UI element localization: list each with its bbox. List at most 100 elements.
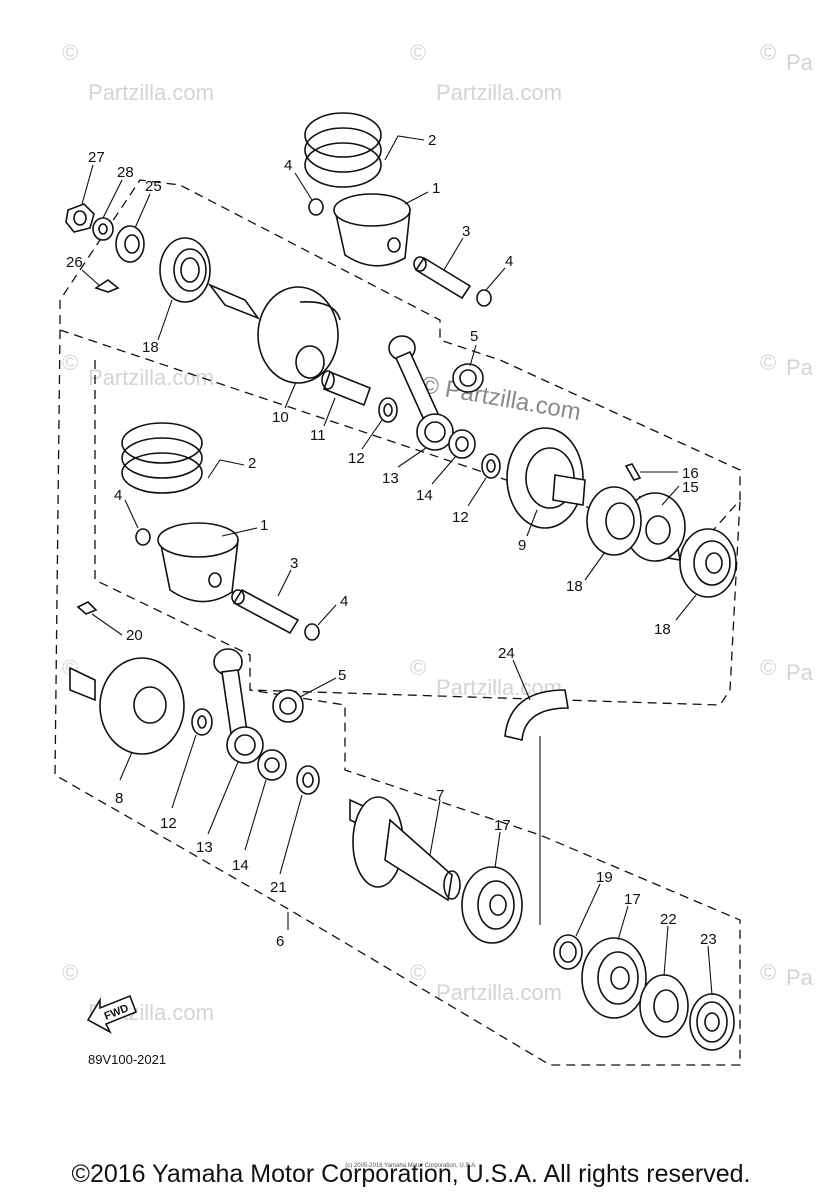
piston-rings-2-lower — [121, 422, 203, 494]
callout-4-b: 4 — [505, 253, 513, 270]
svg-text:Partzilla.com: Partzilla.com — [436, 980, 562, 1005]
piston-clip-4-d — [304, 623, 320, 641]
watermark-bottom-right: © Pa — [760, 960, 814, 990]
piston-clip-4-b — [476, 289, 492, 307]
callout-13-lower: 13 — [196, 839, 213, 856]
callout-17-b: 17 — [624, 891, 641, 908]
callout-1-lower: 1 — [260, 517, 268, 534]
svg-text:©: © — [62, 350, 78, 375]
piston-1-lower — [157, 522, 239, 603]
svg-text:©: © — [62, 960, 78, 985]
oil-seal-22 — [639, 974, 689, 1038]
crank-pin-11 — [321, 370, 372, 407]
washer-12-c — [191, 708, 213, 736]
svg-text:©: © — [760, 350, 776, 375]
callout-12-c: 12 — [160, 815, 177, 832]
callout-16: 16 — [682, 465, 699, 482]
crank-web-9 — [506, 427, 586, 529]
leader-lines — [81, 135, 713, 996]
diagram-code: 89V100-2021 — [88, 1052, 167, 1067]
callout-2-upper: 2 — [428, 132, 436, 149]
callout-2-lower: 2 — [248, 455, 256, 472]
callout-12-a: 12 — [348, 450, 365, 467]
callout-19: 19 — [596, 869, 613, 886]
callout-27: 27 — [88, 149, 105, 166]
key-20 — [76, 601, 98, 615]
fwd-arrow-icon: FWD — [86, 994, 138, 1034]
oil-seal-25 — [115, 225, 145, 263]
svg-text:Partzilla.com: Partzilla.com — [436, 80, 562, 105]
gear-23 — [689, 993, 735, 1051]
watermark-top-right: © Pa — [760, 40, 814, 75]
callout-4-d: 4 — [340, 593, 348, 610]
key-26 — [94, 279, 120, 293]
bearing-17-a — [461, 866, 523, 944]
washer-19 — [553, 934, 583, 970]
piston-pin-3-lower — [231, 588, 300, 635]
washer-12-a — [378, 397, 398, 423]
svg-text:©: © — [760, 40, 776, 65]
callout-12-b: 12 — [452, 509, 469, 526]
washer-12-b — [481, 453, 501, 479]
watermark-mid-right: © Pa — [760, 350, 814, 380]
callout-1-upper: 1 — [432, 180, 440, 197]
washer-28 — [92, 217, 114, 241]
svg-text:Pa: Pa — [786, 50, 814, 75]
callout-7: 7 — [436, 787, 444, 804]
crank-web-8 — [69, 657, 185, 755]
connecting-rod-13-lower — [213, 648, 264, 764]
callout-21: 21 — [270, 879, 287, 896]
callout-25: 25 — [145, 178, 162, 195]
callout-labels: 27 28 25 26 18 2 4 1 3 4 5 10 11 12 13 1… — [66, 132, 717, 950]
callout-10: 10 — [272, 409, 289, 426]
callout-24: 24 — [498, 645, 515, 662]
bearing-5-lower — [272, 689, 304, 723]
callout-8: 8 — [115, 790, 123, 807]
watermark-top-mid: © Partzilla.com — [410, 40, 562, 105]
nut-27 — [65, 203, 95, 233]
washer-21 — [296, 765, 320, 795]
lower-crank-group-outline — [54, 329, 741, 1066]
callout-11: 11 — [310, 427, 326, 444]
group-outlines — [54, 179, 741, 1066]
bearing-18-middle — [586, 486, 642, 556]
svg-text:©: © — [760, 655, 776, 680]
dowel-pin-16 — [624, 463, 642, 481]
callout-6: 6 — [276, 933, 284, 950]
bearing-18-right — [679, 528, 737, 598]
piston-clip-4-c — [135, 528, 151, 546]
watermark-bottom-left: © Partzilla.com — [62, 960, 214, 1025]
callout-26: 26 — [66, 254, 83, 271]
piston-clip-4-a — [308, 198, 324, 216]
tiny-copyright: (c) 2005-2016 Yamaha Motor Corporation, … — [345, 1163, 477, 1169]
svg-text:©: © — [410, 960, 426, 985]
callout-3-lower: 3 — [290, 555, 298, 572]
callout-4-a: 4 — [284, 157, 292, 174]
svg-text:©: © — [760, 960, 776, 985]
callout-14-lower: 14 — [232, 857, 249, 874]
callout-20: 20 — [126, 627, 143, 644]
callout-23: 23 — [700, 931, 717, 948]
svg-text:©: © — [62, 40, 78, 65]
callout-5-lower: 5 — [338, 667, 346, 684]
watermark-top-left: © Partzilla.com — [62, 40, 214, 105]
piston-1-upper — [333, 193, 411, 267]
callout-18-upper-left: 18 — [142, 339, 159, 356]
callout-18-right: 18 — [654, 621, 671, 638]
svg-text:Partzilla.com: Partzilla.com — [88, 365, 214, 390]
svg-text:Pa: Pa — [786, 660, 814, 685]
crank-web-10 — [207, 283, 341, 384]
svg-text:Partzilla.com: Partzilla.com — [88, 80, 214, 105]
bearing-14-lower — [257, 749, 287, 781]
svg-text:Pa: Pa — [786, 355, 814, 380]
watermark-mid-left: © Partzilla.com — [62, 350, 214, 390]
svg-text:©: © — [410, 40, 426, 65]
piston-pin-3-upper — [413, 256, 472, 300]
callout-5-upper: 5 — [470, 328, 478, 345]
bearing-14-upper — [448, 429, 476, 459]
watermark-bottom-mid: © Partzilla.com — [410, 960, 562, 1005]
callout-28: 28 — [117, 164, 134, 181]
callout-9: 9 — [518, 537, 526, 554]
